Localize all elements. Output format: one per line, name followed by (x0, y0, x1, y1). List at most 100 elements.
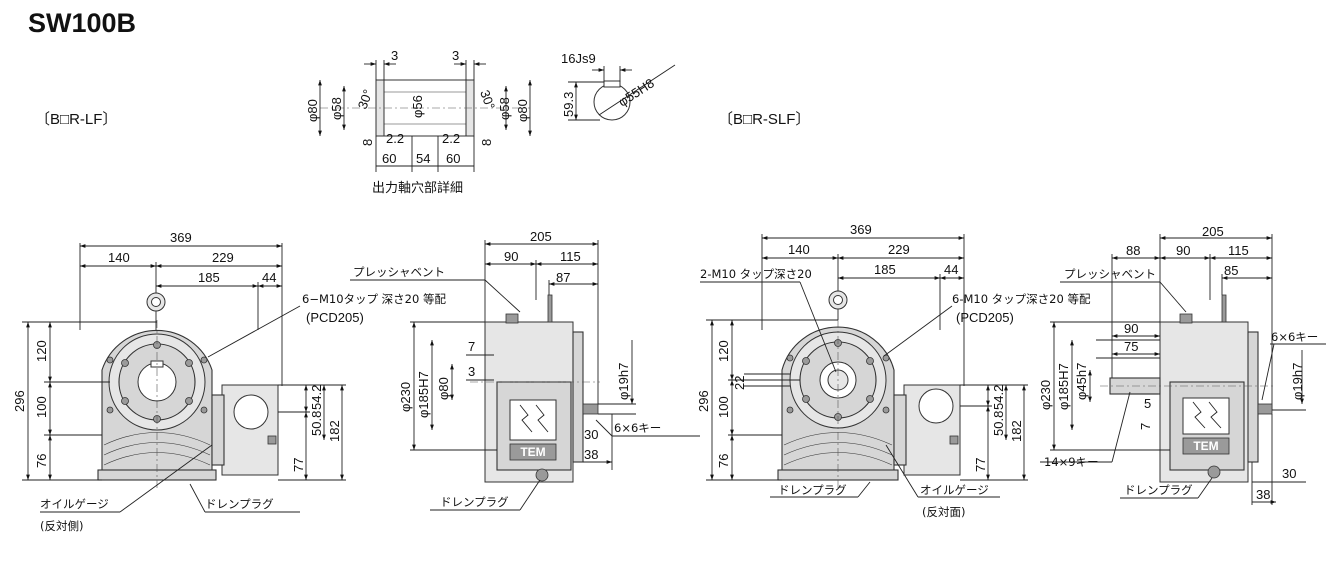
dim-54: 54 (416, 151, 430, 166)
dim-30deg-left: 30° (355, 87, 376, 111)
slf-dim-182: 182 (1009, 420, 1024, 442)
slf-side-dim-7: 7 (1138, 423, 1153, 430)
lf-side-dim-30: 30 (584, 427, 598, 442)
lf-side-dim-90: 90 (504, 249, 518, 264)
slf-side-dim-phi19h7: φ19h7 (1290, 363, 1305, 400)
lf-side-dim-phi80: φ80 (436, 377, 451, 400)
slf-side-view: 205 88 90 115 85 TEM 90 75 (1038, 224, 1326, 505)
slf-side-key6-label: 6×6キー (1271, 330, 1318, 344)
lf-side-key-label: 6×6キー (614, 421, 661, 435)
dim-phi80-right: φ80 (515, 99, 530, 122)
dim-2.2-left: 2.2 (386, 131, 404, 146)
dim-phi56: φ56 (410, 95, 425, 118)
slf-oil-gauge-label: オイルゲージ (920, 483, 989, 497)
dim-3a: 3 (391, 48, 398, 63)
slf-side-logo: TEM (1193, 439, 1218, 453)
lf-side-vent-label: プレッシャベント (353, 265, 445, 279)
lf-side-dim-phi185h7: φ185H7 (416, 371, 431, 418)
lf-side-dim-phi19h7: φ19h7 (616, 363, 631, 400)
slf-dim-54.2: 54.2 (991, 385, 1006, 410)
lf-dim-76: 76 (34, 454, 49, 468)
dim-8-right: 8 (479, 139, 494, 146)
dim-phi58-right: φ58 (497, 97, 512, 120)
dim-60-right: 60 (446, 151, 460, 166)
dim-8-left: 8 (360, 139, 375, 146)
dim-2.2-right: 2.2 (442, 131, 460, 146)
slf-dim-120: 120 (716, 340, 731, 362)
slf-dim-44: 44 (944, 262, 958, 277)
lf-side-dim-3: 3 (468, 364, 475, 379)
variant-label-slf: 〔B□R-SLF〕 (718, 111, 810, 128)
lf-tap-label: 6−M10タップ 深さ20 等配 (302, 292, 446, 306)
lf-dim-296: 296 (12, 390, 27, 412)
dim-30deg-right: 30° (477, 88, 498, 112)
lf-drain-label: ドレンプラグ (205, 497, 274, 511)
lf-dim-120: 120 (34, 340, 49, 362)
slf-dim-100: 100 (716, 396, 731, 418)
lf-dim-54.2: 54.2 (309, 385, 324, 410)
drawing-title: SW100B (28, 8, 136, 38)
slf-side-dim-115: 115 (1228, 243, 1249, 258)
dim-phi80-left: φ80 (305, 99, 320, 122)
slf-side-dim-phi45h7: φ45h7 (1074, 363, 1089, 400)
slf-side-dim-75: 75 (1124, 339, 1138, 354)
dim-60-left: 60 (382, 151, 396, 166)
lf-dim-229: 229 (212, 250, 234, 265)
slf-side-dim-90: 90 (1176, 243, 1190, 258)
bore-detail: 3 3 φ80 φ58 30° φ56 30° φ58 φ80 8 2.2 2.… (305, 48, 532, 196)
dim-16js9: 16Js9 (561, 51, 596, 66)
lf-dim-77: 77 (291, 458, 306, 472)
lf-oil-gauge-side: (反対側) (40, 519, 83, 533)
lf-oil-gauge-label: オイルゲージ (40, 497, 109, 511)
slf-dim-140: 140 (788, 242, 810, 257)
slf-side-dim-phi230: φ230 (1038, 380, 1053, 410)
slf-side-dim-phi185h7: φ185H7 (1056, 363, 1071, 410)
lf-side-dim-38: 38 (584, 447, 598, 462)
slf-drain-label: ドレンプラグ (778, 483, 847, 497)
dim-phi55h8: φ55H8 (615, 75, 656, 109)
bore-detail-caption: 出力軸穴部詳細 (372, 180, 463, 196)
slf-dim-229: 229 (888, 242, 910, 257)
lf-side-dim-87: 87 (556, 270, 570, 285)
slf-side-dim-90b: 90 (1124, 321, 1138, 336)
slf-dim-50.8: 50.8 (991, 411, 1006, 436)
slf-side-drain-label: ドレンプラグ (1124, 483, 1193, 497)
slf-side-dim-5: 5 (1144, 396, 1151, 411)
slf-side-vent-label: プレッシャベント (1064, 267, 1156, 281)
lf-side-dim-7: 7 (468, 339, 475, 354)
dim-phi58-left: φ58 (329, 97, 344, 120)
slf-dim-76: 76 (716, 454, 731, 468)
keyway-detail: 16Js9 φ55H8 59.3 (561, 51, 676, 121)
slf-side-key14-label: 14×9キー (1044, 455, 1099, 469)
lf-side-view: 205 90 115 87 TEM φ230 φ185H7 φ80 7 3 (350, 229, 700, 511)
slf-tap2-label: 2-M10 タップ深さ20 (700, 267, 812, 281)
slf-front-view: 369 140 229 185 44 (696, 222, 1091, 519)
lf-side-logo: TEM (520, 445, 545, 459)
lf-dim-185: 185 (198, 270, 220, 285)
dim-59.3: 59.3 (561, 92, 576, 117)
slf-dim-22: 22 (732, 376, 747, 390)
slf-dim-296: 296 (696, 390, 711, 412)
slf-tap6-label: 6-M10 タップ深さ20 等配 (952, 292, 1091, 306)
lf-dim-182: 182 (327, 420, 342, 442)
lf-side-dim-phi230: φ230 (398, 382, 413, 412)
variant-label-lf: 〔B□R-LF〕 (35, 111, 117, 128)
lf-dim-369: 369 (170, 230, 192, 245)
slf-dim-185: 185 (874, 262, 896, 277)
dim-3b: 3 (452, 48, 459, 63)
lf-side-dim-115: 115 (560, 249, 581, 264)
slf-dim-77: 77 (973, 458, 988, 472)
slf-oil-gauge-side: (反対面) (922, 505, 965, 519)
lf-dim-140: 140 (108, 250, 130, 265)
slf-dim-369: 369 (850, 222, 872, 237)
lf-front-view: 369 140 229 185 44 (12, 230, 446, 533)
lf-side-drain-label: ドレンプラグ (440, 495, 509, 509)
lf-side-dim-205: 205 (530, 229, 552, 244)
lf-dim-100: 100 (34, 396, 49, 418)
slf-side-dim-85: 85 (1224, 263, 1238, 278)
lf-dim-50.8: 50.8 (309, 411, 324, 436)
lf-pcd-label: (PCD205) (306, 310, 364, 325)
slf-pcd-label: (PCD205) (956, 310, 1014, 325)
slf-side-dim-30: 30 (1282, 466, 1296, 481)
